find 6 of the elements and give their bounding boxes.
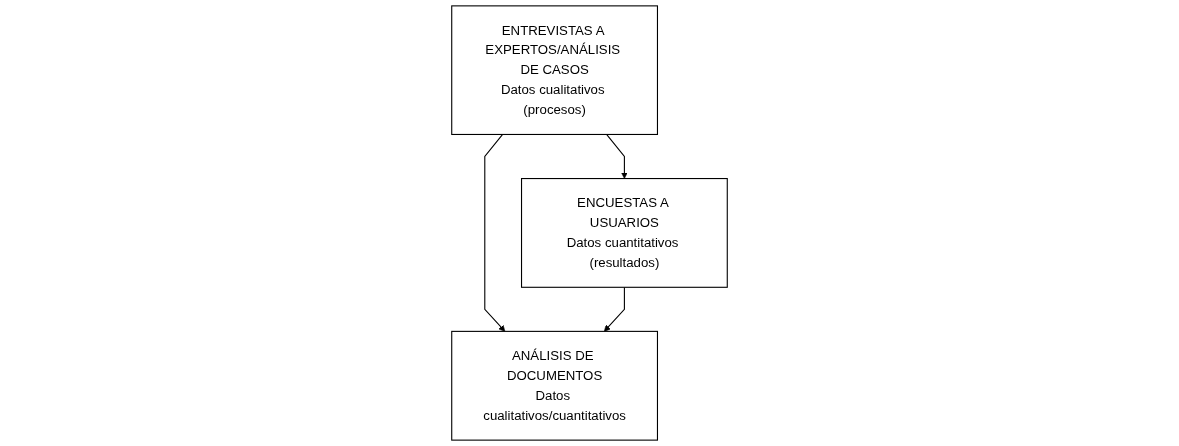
node-box: ENTREVISTAS A EXPERTOS/ANÁLISIS DE CASOS Datos cualitativos (procesos) xyxy=(451,5,658,135)
node-box: ENCUESTAS A USUARIOS Datos cuantitativos (resultados) xyxy=(521,178,728,288)
arrow xyxy=(484,133,506,332)
arrow xyxy=(603,286,625,332)
arrow xyxy=(606,133,628,179)
node-box: ANÁLISIS DE DOCUMENTOS Datos cualitativos/cuantitativos xyxy=(451,330,658,441)
